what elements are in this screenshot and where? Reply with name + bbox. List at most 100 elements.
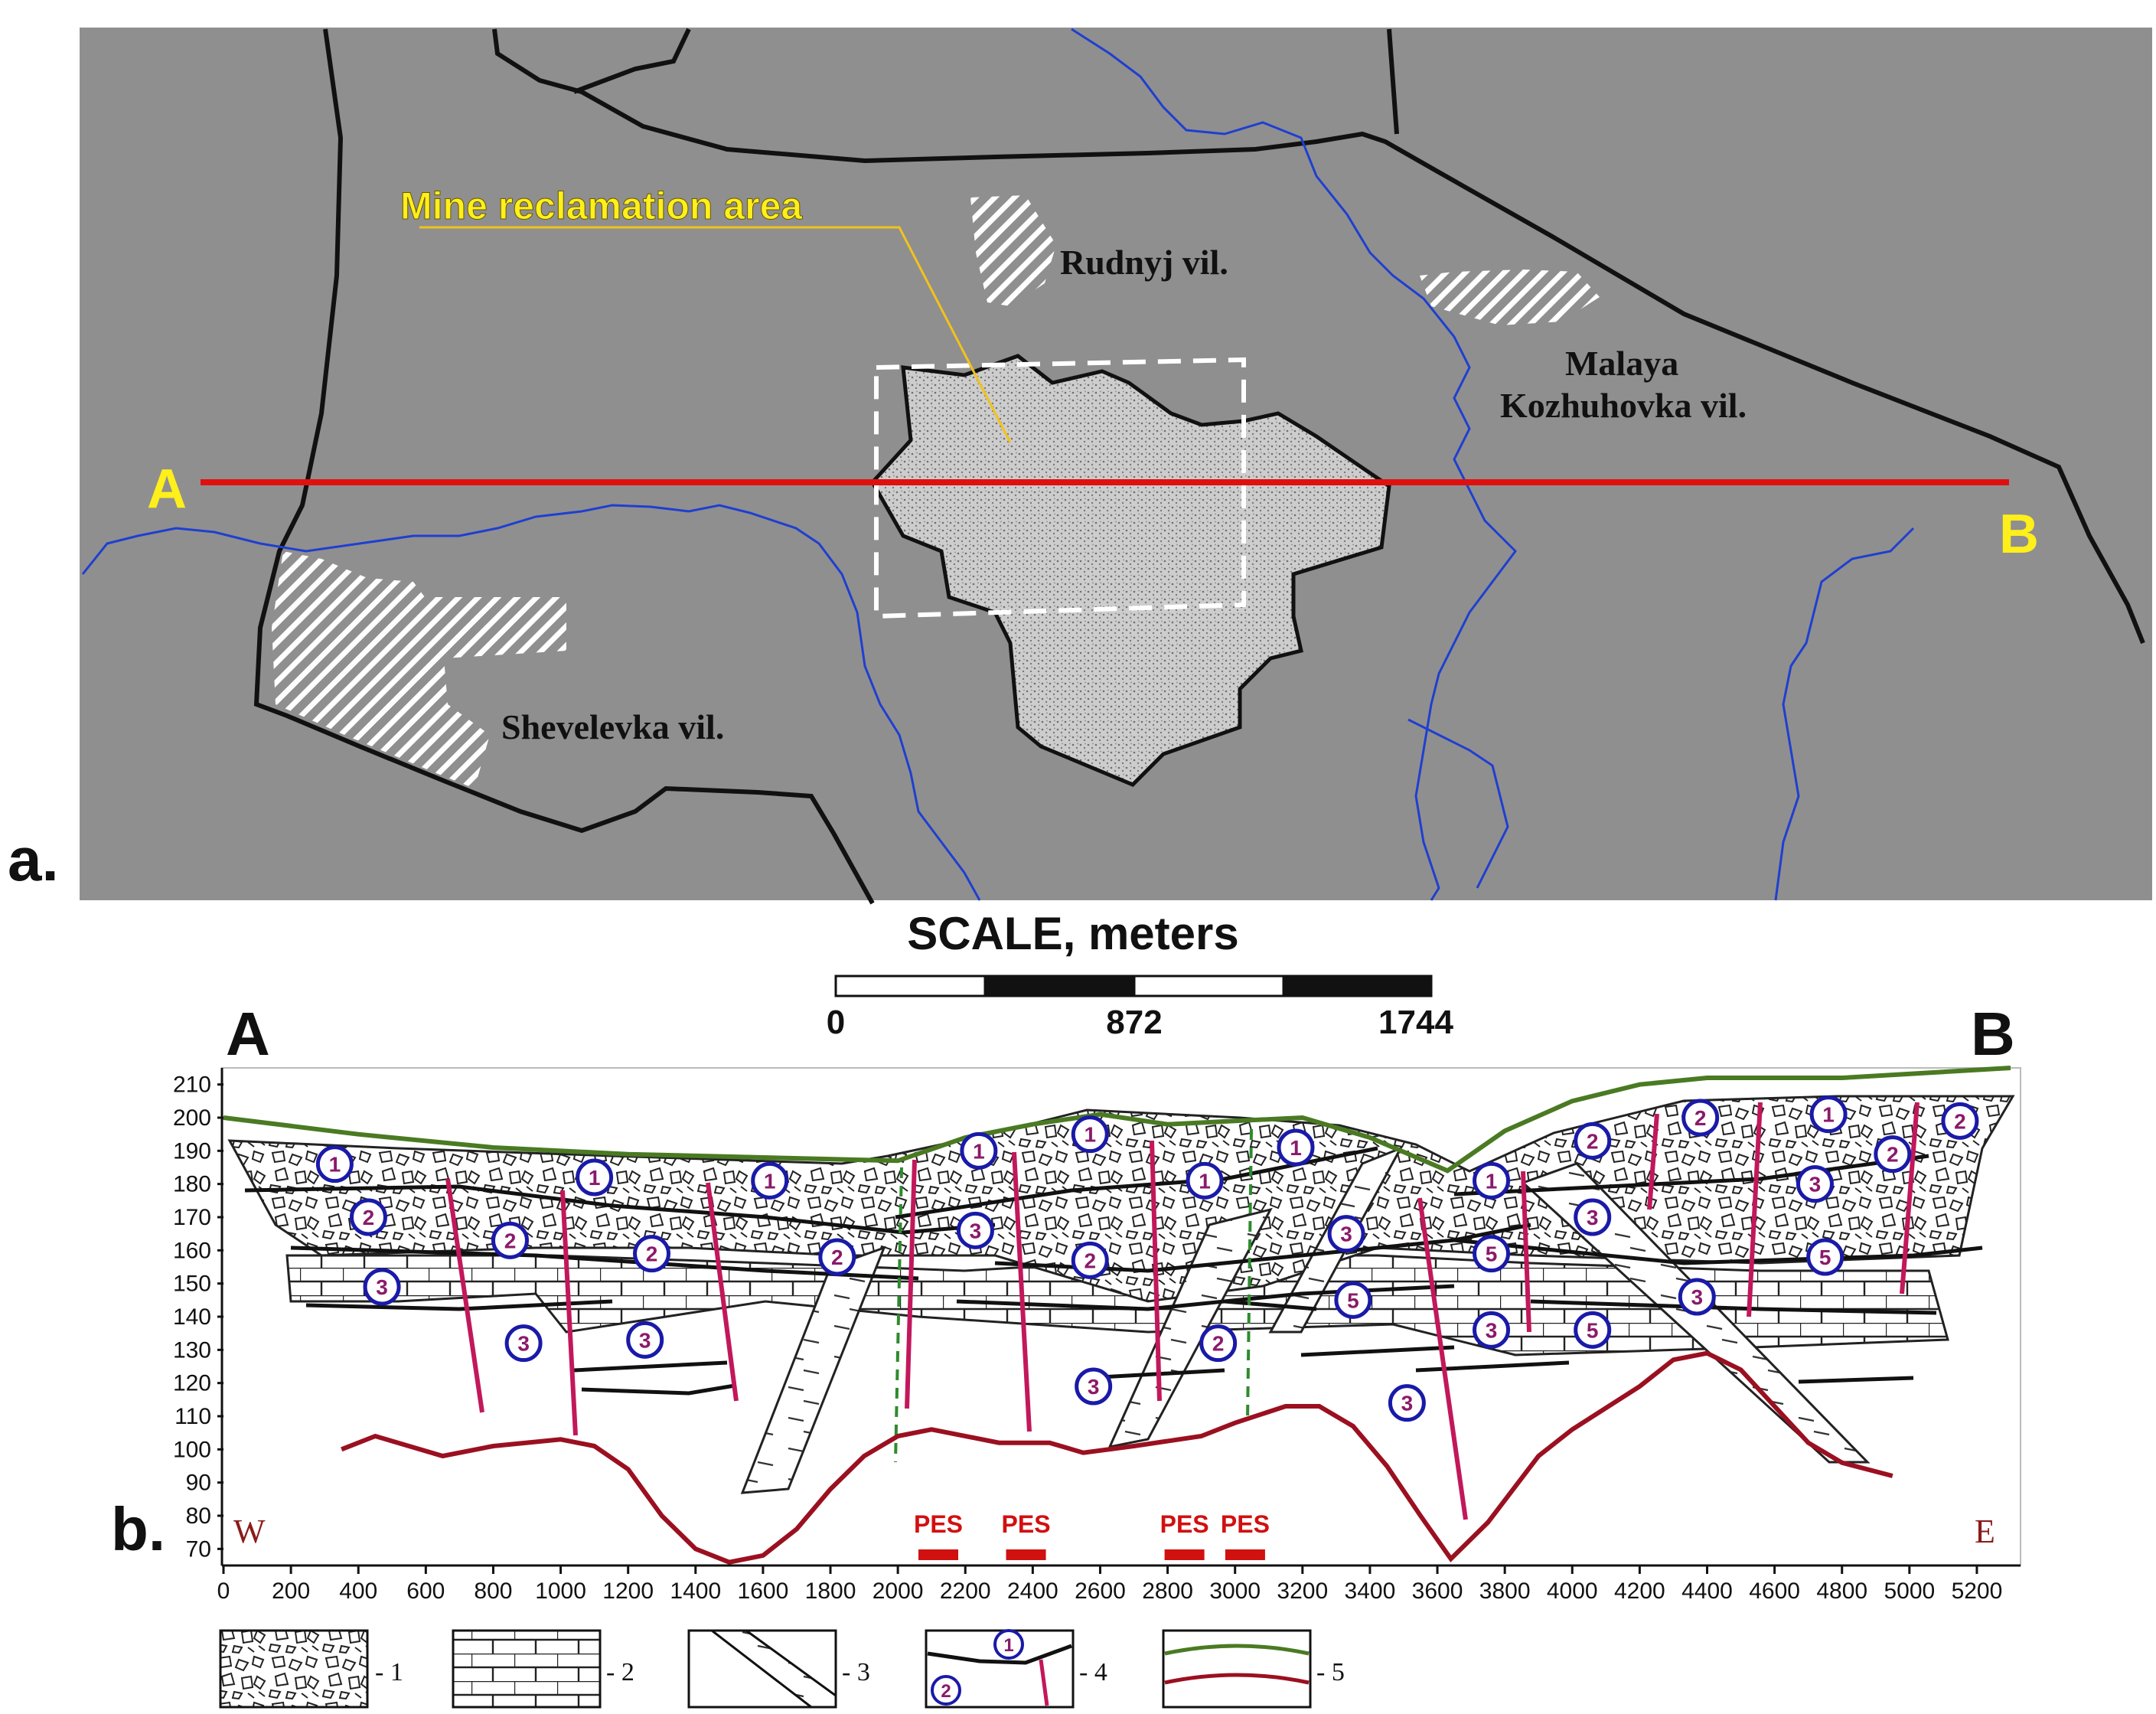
layer-badge-number: 1: [1084, 1123, 1096, 1147]
x-tick-label: 0: [217, 1579, 230, 1604]
layer-badge-circle: [349, 1198, 387, 1236]
x-tick-label: 4000: [1547, 1579, 1598, 1604]
x-tick-label: 4800: [1816, 1579, 1867, 1604]
legend: - 1 - 2 - 3 1 2 - 4 - 5: [219, 1629, 1345, 1709]
layer-badge-circle: [1071, 1241, 1109, 1279]
road-track: [572, 28, 691, 94]
x-tick-label: 200: [272, 1579, 310, 1604]
layer-badge-circle: [1473, 1235, 1511, 1273]
x-tick-label: 5000: [1884, 1579, 1935, 1604]
river-central: [1071, 28, 1517, 901]
scale-segment-3: [1133, 975, 1285, 997]
layer-badge-circle: [1186, 1161, 1224, 1200]
faults-magenta: [445, 1102, 1920, 1520]
layer-badge-circle: [626, 1321, 664, 1359]
layer-badge-number: 2: [1587, 1129, 1599, 1153]
layer-badge-number: 5: [1819, 1246, 1831, 1269]
layer-badge-circle: [1806, 1238, 1845, 1276]
layer-badge-circle: [1327, 1215, 1365, 1253]
mine-reclamation-polygon: [869, 354, 1391, 787]
layer-badge-number: 2: [1887, 1143, 1899, 1167]
layer-badge-number: 2: [363, 1206, 375, 1229]
layer-badge-circle: [818, 1238, 856, 1276]
layer-badge-circle: [1473, 1311, 1511, 1349]
pes-marker-bar: [918, 1549, 958, 1560]
layer-badge-circle: [1574, 1121, 1612, 1160]
layer-badge-number: 3: [1340, 1223, 1352, 1246]
village-shevelevka-area: [272, 551, 566, 788]
x-tick-label: 1000: [535, 1579, 586, 1604]
village-malaya-label-line2: Kozhuhovka vil.: [1500, 386, 1747, 425]
x-tick-label: 2400: [1007, 1579, 1058, 1604]
focus-dashed-box: [874, 357, 1246, 619]
y-tick-label: 70: [186, 1536, 211, 1562]
legend-badge-1-circle: [993, 1629, 1024, 1660]
x-tick-label: 1200: [602, 1579, 654, 1604]
legend-badge-2-circle: [931, 1675, 961, 1706]
legend-item-3: - 3: [687, 1629, 870, 1709]
legend-item-1: - 1: [219, 1629, 403, 1709]
legend-item-2: - 2: [452, 1629, 634, 1709]
west-label: W: [233, 1513, 266, 1550]
layer-badge-number: 5: [1587, 1318, 1599, 1342]
surface-line: [223, 1066, 2011, 1174]
x-tick-label: 1400: [670, 1579, 721, 1604]
pes-marker-bar: [1164, 1549, 1205, 1560]
legend-swatch-sandstone-band: [708, 1629, 837, 1709]
x-tick-label: 800: [474, 1579, 512, 1604]
x-tick-label: 1600: [738, 1579, 789, 1604]
legend-swatch-limestone: [452, 1629, 602, 1709]
y-tick-label: 160: [173, 1238, 211, 1263]
layer-badge-number: 3: [517, 1332, 530, 1356]
pes-label: PES: [1002, 1510, 1051, 1538]
point-a-label: A: [147, 459, 187, 520]
layer-badge-number: 2: [1084, 1249, 1096, 1272]
x-tick-label: 4600: [1749, 1579, 1800, 1604]
layer-badge-circle: [960, 1131, 998, 1170]
layer-badge-number: 1: [1290, 1136, 1302, 1160]
layer-badge-number: 2: [1212, 1332, 1225, 1356]
x-tick-label: 2600: [1075, 1579, 1126, 1604]
y-tick-label: 170: [173, 1205, 211, 1230]
layer-badge-number: 3: [1401, 1392, 1414, 1415]
layer-badge-circle: [315, 1145, 354, 1183]
scale-segment-2: [983, 975, 1136, 997]
mine-reclamation-label: Mine reclamation area: [400, 184, 803, 227]
layer-badge-circle: [1388, 1384, 1426, 1422]
y-tick-label: 130: [173, 1337, 211, 1363]
legend-number-5: - 5: [1316, 1658, 1345, 1686]
village-rudnyj-label: Rudnyj vil.: [1060, 243, 1228, 282]
layer-badge-circle: [1071, 1115, 1109, 1154]
panel-a-label: a.: [8, 825, 59, 893]
layer-badge-circle: [1574, 1198, 1612, 1236]
layer-badge-number: 3: [1587, 1206, 1599, 1229]
x-tick-label: 3200: [1277, 1579, 1328, 1604]
layer-badge-number: 5: [1347, 1288, 1359, 1312]
scale-segment-1: [834, 975, 987, 997]
x-tick-label: 3000: [1209, 1579, 1261, 1604]
layer-badge-circle: [1075, 1367, 1113, 1405]
x-tick-label: 3600: [1412, 1579, 1463, 1604]
layer-badge-circle: [1574, 1311, 1612, 1349]
scale-segment-4: [1282, 975, 1433, 997]
scale-tick-0: 0: [827, 1004, 845, 1041]
layer-badge-circle: [1334, 1281, 1372, 1319]
layer-badge-circle: [1199, 1324, 1238, 1363]
village-malaya-area: [1420, 269, 1600, 325]
layer-badge-number: 3: [1809, 1173, 1822, 1197]
scale-tick-mid: 872: [1106, 1004, 1162, 1041]
legend-item-5: - 5: [1162, 1629, 1345, 1709]
x-tick-label: 5200: [1952, 1579, 2003, 1604]
x-tick-label: 3800: [1479, 1579, 1531, 1604]
layer-badge-circle: [491, 1221, 529, 1259]
x-tick-label: 400: [339, 1579, 377, 1604]
y-tick-label: 210: [173, 1072, 211, 1098]
panel-b-end-a: A: [226, 1000, 270, 1068]
x-tick-label: 600: [406, 1579, 445, 1604]
layer-badge-number: 1: [1822, 1103, 1835, 1127]
